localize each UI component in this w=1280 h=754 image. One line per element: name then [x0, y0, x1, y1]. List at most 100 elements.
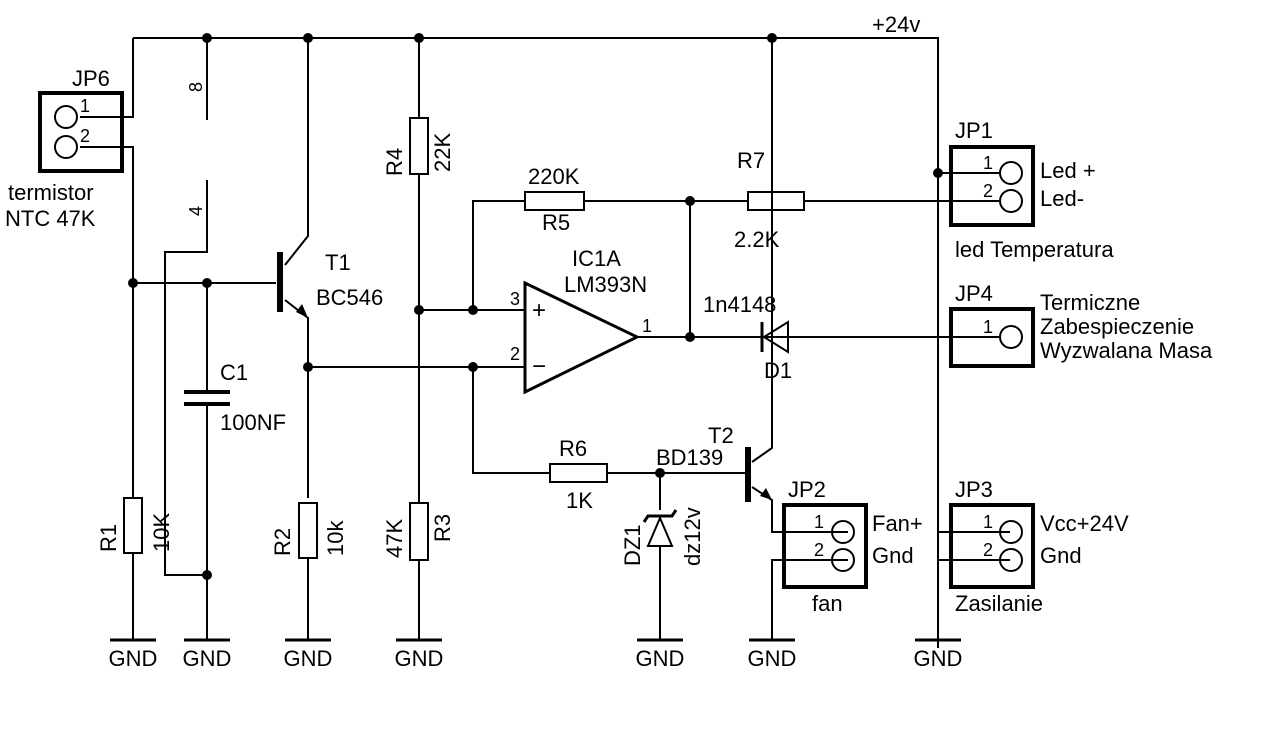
r6-value: 1K [566, 488, 593, 513]
jp3-housing [949, 503, 1035, 589]
r5-name: R5 [542, 210, 570, 235]
r2-resistor: R2 10k [270, 502, 348, 559]
ic1a-triangle [523, 280, 641, 395]
jp6-pin1-number: 1 [80, 96, 90, 116]
jp2-label-pin1: Fan+ [872, 511, 923, 536]
jp6-pin1-wire [80, 38, 134, 118]
ground-label: GND [183, 646, 232, 671]
jp1-label-pin2: Led- [1040, 186, 1084, 211]
junctions [128, 33, 943, 580]
jp2-pin1-circle [831, 520, 855, 544]
r5-value: 220K [528, 164, 580, 189]
ground-label: GND [284, 646, 333, 671]
jp4-connector: JP4 1 Termiczne Zabespieczenie Wyzwalana… [949, 281, 1213, 368]
t1-name: T1 [325, 250, 351, 275]
c1-value: 100NF [220, 410, 286, 435]
dz1-value: dz12v [680, 507, 705, 566]
junction-dot [414, 305, 424, 315]
junction-dot [303, 33, 313, 43]
c1-name: C1 [220, 360, 248, 385]
jp1-pin2-number: 2 [983, 181, 993, 201]
junction-dot [128, 278, 138, 288]
d1-name: D1 [764, 358, 792, 383]
r3-resistor: 47K R3 [382, 502, 455, 561]
ground-label: GND [109, 646, 158, 671]
t2-emitter-arrow [760, 488, 772, 500]
jp6-pin2-wire [80, 146, 134, 498]
r4-resistor: R4 22K [382, 117, 455, 176]
ic-pin4-wire [164, 180, 208, 576]
d1-diode: 1n4148 D1 [703, 292, 792, 383]
junction-dot [414, 33, 424, 43]
jp4-housing [949, 307, 1035, 368]
jp4-label-line2: Zabespieczenie [1040, 314, 1194, 339]
ground-symbols: GND GND GND GND GND GND GND [109, 638, 963, 671]
r7-value: 2.2K [734, 227, 780, 252]
jp6-description-line1: termistor [8, 180, 94, 205]
r6-resistor: R6 1K [549, 436, 608, 513]
jp1-housing [949, 145, 1035, 227]
jp2-housing [782, 503, 868, 589]
junction-dot [767, 33, 777, 43]
t1-part: BC546 [316, 285, 383, 310]
r6-body [549, 463, 608, 483]
r4-body [409, 117, 429, 175]
jp3-pin1-number: 1 [983, 512, 993, 532]
jp2-connector: JP2 1 2 Fan+ Gnd fan [782, 477, 923, 616]
ic-pin4-label: 4 [186, 206, 206, 216]
jp6-housing [38, 91, 124, 173]
r2-body [298, 502, 318, 559]
junction-dot [685, 332, 695, 342]
jp1-pin1-number: 1 [983, 153, 993, 173]
ic1a-comparator: + − 3 2 1 IC1A LM393N [510, 246, 652, 395]
ic1a-pin-out: 1 [642, 316, 652, 336]
r7-name: R7 [737, 148, 765, 173]
r4-value: 22K [430, 133, 455, 172]
ic-pin8-label: 8 [186, 82, 206, 92]
ic1a-plus-sign: + [532, 297, 546, 324]
wires [80, 37, 1010, 648]
dz1-triangle [646, 515, 674, 547]
ic1a-part: LM393N [564, 272, 647, 297]
r2-name: R2 [270, 528, 295, 556]
jp6-name: JP6 [72, 66, 110, 91]
ic1a-pin-minus: 2 [510, 344, 520, 364]
ground-label: GND [395, 646, 444, 671]
jp2-pin2-circle [831, 548, 855, 572]
r1-value: 10K [149, 513, 174, 552]
jp1-label-pin1: Led + [1040, 158, 1096, 183]
jp1-connector: JP1 1 2 Led + Led- led Temperatura [949, 118, 1114, 262]
jp1-pin1-circle [999, 161, 1023, 185]
junction-dot [468, 362, 478, 372]
junction-dot [202, 570, 212, 580]
jp3-description: Zasilanie [955, 591, 1043, 616]
r1-name: R1 [96, 524, 121, 552]
t2-collector-wire [751, 38, 773, 463]
r3-body [409, 502, 429, 561]
jp3-connector: JP3 1 2 Vcc+24V Gnd Zasilanie [949, 477, 1129, 616]
jp2-description: fan [812, 591, 843, 616]
jp3-pin2-number: 2 [983, 540, 993, 560]
jp2-name: JP2 [788, 477, 826, 502]
r1-body [123, 497, 143, 554]
jp2-label-pin2: Gnd [872, 543, 914, 568]
jp3-name: JP3 [955, 477, 993, 502]
jp3-label-pin1: Vcc+24V [1040, 511, 1129, 536]
t2-part: BD139 [656, 445, 723, 470]
jp4-pin1-circle [999, 325, 1023, 349]
ground-label: GND [636, 646, 685, 671]
jp6-connector: JP6 1 2 termistor NTC 47K [5, 66, 124, 231]
jp6-description-line2: NTC 47K [5, 206, 96, 231]
r5-left-wire [472, 200, 525, 310]
jp2-pin2-wire [771, 559, 848, 640]
r4-name: R4 [382, 148, 407, 176]
r6-name: R6 [559, 436, 587, 461]
ground-label: GND [914, 646, 963, 671]
r3-name: R3 [430, 514, 455, 542]
d1-part: 1n4148 [703, 292, 776, 317]
jp3-pin1-circle [999, 520, 1023, 544]
t1-collector-wire [284, 38, 309, 266]
r7-resistor: R7 2.2K [734, 148, 805, 252]
jp3-pin2-circle [999, 548, 1023, 572]
